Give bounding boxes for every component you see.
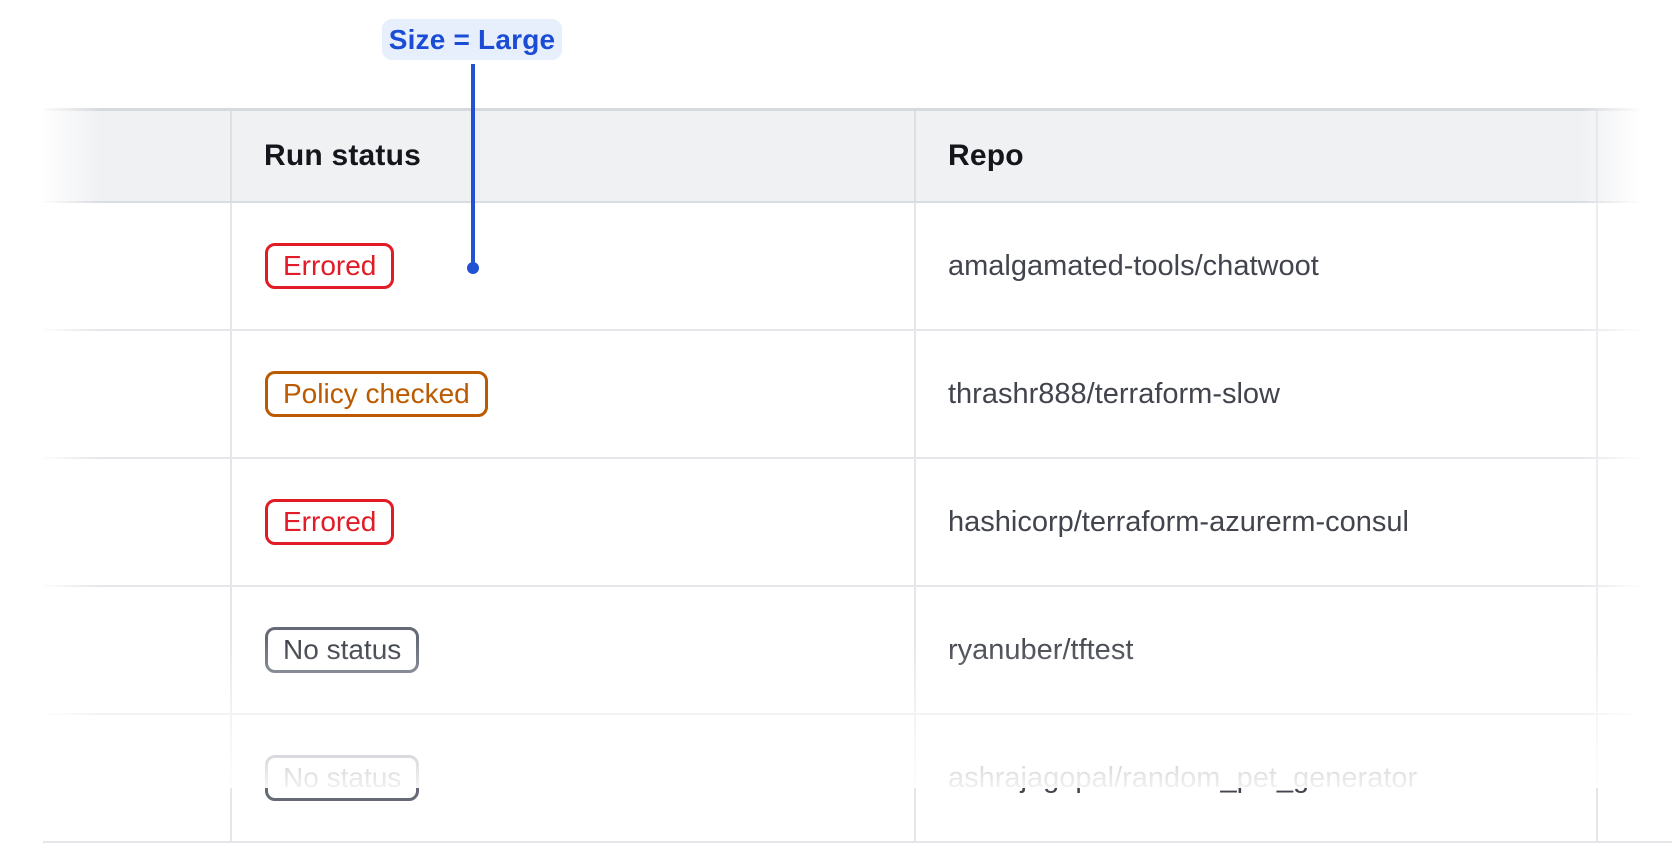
repo-cell: hashicorp/terraform-azurerm-consul: [916, 459, 1598, 585]
row-cell-overflow: [1598, 459, 1672, 585]
status-badge: No status: [265, 627, 419, 673]
header-cell-overflow: [1598, 111, 1672, 201]
row-cell-empty: [43, 715, 232, 841]
repo-name: hashicorp/terraform-azurerm-consul: [916, 506, 1409, 539]
header-cell-empty: [43, 111, 232, 201]
status-badge: Errored: [265, 243, 394, 289]
row-cell-overflow: [1598, 203, 1672, 329]
run-status-cell: Policy checked: [232, 331, 916, 457]
run-status-cell: Errored: [232, 203, 916, 329]
row-cell-empty: [43, 459, 232, 585]
table-row[interactable]: Errored hashicorp/terraform-azurerm-cons…: [43, 459, 1672, 587]
header-cell-run-status: Run status: [232, 111, 916, 201]
table-row[interactable]: Policy checked thrashr888/terraform-slow: [43, 331, 1672, 459]
row-cell-empty: [43, 203, 232, 329]
workspaces-table: Run status Repo Errored amalgamated-tool…: [43, 108, 1672, 843]
table-row[interactable]: No status ryanuber/tftest: [43, 587, 1672, 715]
repo-name: ryanuber/tftest: [916, 634, 1133, 667]
run-status-cell: Errored: [232, 459, 916, 585]
annotation-dot: [467, 262, 479, 274]
screenshot-canvas: Run status Repo Errored amalgamated-tool…: [0, 0, 1672, 788]
header-cell-repo: Repo: [916, 111, 1598, 201]
repo-cell: ryanuber/tftest: [916, 587, 1598, 713]
table-header-row: Run status Repo: [43, 111, 1672, 203]
row-cell-overflow: [1598, 715, 1672, 841]
repo-cell: ashrajagopal/random_pet_generator: [916, 715, 1598, 841]
row-cell-empty: [43, 331, 232, 457]
run-status-cell: No status: [232, 587, 916, 713]
table-row[interactable]: No status ashrajagopal/random_pet_genera…: [43, 715, 1672, 843]
size-annotation-pill: Size = Large: [382, 19, 562, 60]
repo-name: thrashr888/terraform-slow: [916, 378, 1280, 411]
column-header-repo: Repo: [916, 139, 1024, 173]
repo-name: amalgamated-tools/chatwoot: [916, 250, 1319, 283]
repo-name: ashrajagopal/random_pet_generator: [916, 762, 1417, 795]
annotation-leader-line: [471, 64, 475, 264]
status-badge: Errored: [265, 499, 394, 545]
row-cell-overflow: [1598, 331, 1672, 457]
repo-cell: amalgamated-tools/chatwoot: [916, 203, 1598, 329]
row-cell-empty: [43, 587, 232, 713]
repo-cell: thrashr888/terraform-slow: [916, 331, 1598, 457]
column-header-run-status: Run status: [232, 139, 421, 173]
run-status-cell: No status: [232, 715, 916, 841]
table-row[interactable]: Errored amalgamated-tools/chatwoot: [43, 203, 1672, 331]
status-badge: No status: [265, 755, 419, 801]
status-badge: Policy checked: [265, 371, 488, 417]
row-cell-overflow: [1598, 587, 1672, 713]
